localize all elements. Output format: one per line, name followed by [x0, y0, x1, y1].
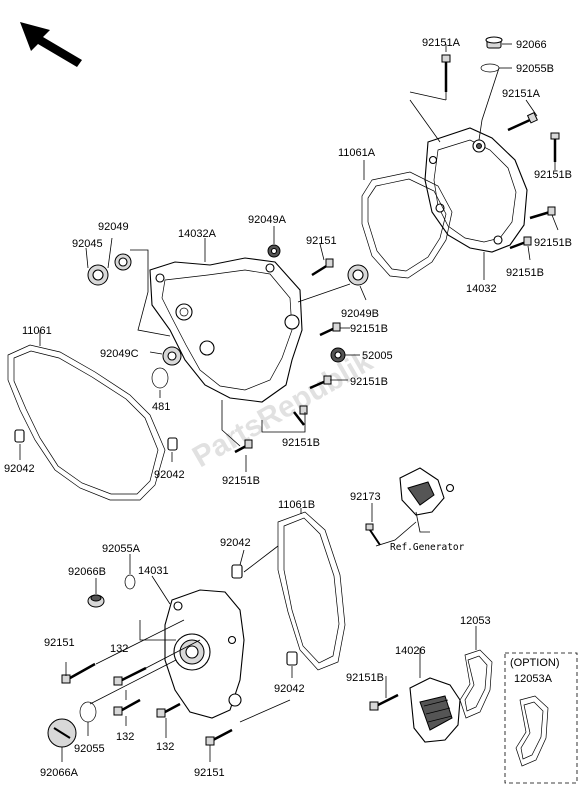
bolt-92151-left[interactable]	[61, 662, 96, 684]
label-11061: 11061	[22, 325, 52, 337]
gasket-11061A	[361, 171, 453, 279]
label-92045: 92045	[72, 238, 103, 250]
bolt-92151-bottom[interactable]	[205, 728, 233, 746]
leader-lines	[19, 43, 559, 762]
screw-92173[interactable]	[365, 523, 381, 546]
label-92151B-r3: 92151B	[506, 267, 544, 279]
oil-seal-52005[interactable]	[330, 347, 346, 363]
ref-generator-label: Ref.Generator	[390, 542, 465, 553]
label-92066A: 92066A	[40, 767, 79, 779]
label-481: 481	[152, 401, 170, 413]
bolt-92151A-mid[interactable]	[507, 112, 538, 132]
o-ring-92055B[interactable]	[480, 63, 500, 73]
label-92049C: 92049C	[100, 348, 139, 360]
plate-12053A[interactable]	[515, 695, 549, 767]
label-132-3: 132	[156, 741, 174, 753]
bolt-132-1[interactable]	[113, 666, 147, 686]
label-92151B-c4: 92151B	[222, 475, 260, 487]
label-92151B-r1: 92151B	[534, 169, 572, 181]
label-12053A: 12053A	[514, 673, 553, 685]
cap-92066A[interactable]	[47, 718, 77, 748]
bolt-92151A-top[interactable]	[441, 54, 451, 92]
dowel-92042-left[interactable]	[14, 429, 25, 443]
label-92151-bottom: 92151	[194, 767, 225, 779]
label-92173: 92173	[350, 491, 381, 503]
label-14026: 14026	[395, 645, 426, 657]
o-ring-92055A[interactable]	[124, 574, 136, 590]
plate-12053[interactable]	[459, 649, 493, 719]
cover-14031[interactable]	[164, 589, 245, 719]
generator-reference-part	[399, 467, 455, 516]
label-14032A: 14032A	[178, 228, 217, 240]
label-92055: 92055	[74, 743, 105, 755]
label-92049: 92049	[98, 221, 129, 233]
bolt-92151B-r1[interactable]	[550, 132, 560, 162]
label-92151B-bottom: 92151B	[346, 672, 384, 684]
bolt-92151B-c4[interactable]	[234, 439, 253, 454]
label-92151A-mid: 92151A	[502, 88, 541, 100]
bolt-92151B-bottom[interactable]	[369, 693, 399, 711]
label-92042-left: 92042	[4, 463, 35, 475]
label-92151B-c1: 92151B	[350, 323, 388, 335]
bolt-92151B-r3[interactable]	[509, 236, 532, 250]
option-box	[504, 652, 578, 784]
dowel-92042-mid[interactable]	[167, 437, 178, 451]
label-92049A: 92049A	[248, 214, 287, 226]
cap-92066[interactable]	[485, 36, 503, 49]
label-11061B: 11061B	[278, 499, 315, 511]
gasket-11061B	[277, 511, 346, 671]
bolt-92151B-c3[interactable]	[293, 405, 308, 426]
bolt-92151-mid[interactable]	[311, 258, 334, 277]
label-92055A: 92055A	[102, 543, 141, 555]
label-92151-mid: 92151	[306, 235, 337, 247]
seal-92049[interactable]	[114, 253, 132, 271]
label-92151A-top: 92151A	[422, 37, 461, 49]
o-ring-92055[interactable]	[79, 701, 97, 723]
label-92151-left: 92151	[44, 637, 75, 649]
label-92042-b1: 92042	[220, 537, 251, 549]
seal-92049B[interactable]	[347, 264, 369, 286]
label-52005: 52005	[362, 350, 393, 362]
plug-92066B[interactable]	[87, 594, 105, 608]
label-92066-top: 92066	[516, 39, 547, 51]
seal-92049A[interactable]	[267, 244, 281, 258]
bearing-92045[interactable]	[87, 264, 109, 286]
dowel-92042-b2[interactable]	[286, 651, 298, 666]
guard-14026[interactable]	[409, 677, 461, 743]
generator-cover-14032[interactable]	[424, 127, 528, 253]
label-92042-mid: 92042	[154, 469, 185, 481]
label-92151B-c3: 92151B	[282, 437, 320, 449]
label-14032: 14032	[466, 283, 497, 295]
label-92042-b2: 92042	[274, 683, 305, 695]
seal-92049C[interactable]	[162, 346, 182, 366]
bolt-92151B-r2[interactable]	[529, 206, 556, 220]
part-labels: 92151A 92066 92055B 92151A 11061A 92151B…	[4, 37, 572, 779]
front-direction-arrow-icon	[20, 22, 82, 67]
label-11061A: 11061A	[338, 147, 376, 159]
label-92151B-r2: 92151B	[534, 237, 572, 249]
gasket-11061	[7, 344, 166, 501]
label-12053: 12053	[460, 615, 491, 627]
label-132-1: 132	[110, 643, 128, 655]
label-92151B-c2: 92151B	[350, 376, 388, 388]
label-92066B: 92066B	[68, 566, 106, 578]
option-label: (OPTION)	[510, 657, 560, 669]
label-92049B: 92049B	[341, 308, 379, 320]
clutch-cover-14032A[interactable]	[149, 257, 303, 403]
label-14031: 14031	[138, 565, 169, 577]
dowel-92042-b1[interactable]	[231, 564, 243, 579]
bolt-132-2[interactable]	[113, 698, 141, 716]
bolt-92151B-c1[interactable]	[319, 322, 341, 337]
bolt-132-3[interactable]	[156, 702, 181, 718]
o-ring-481[interactable]	[151, 367, 169, 389]
label-132-2: 132	[116, 731, 134, 743]
label-92055B: 92055B	[516, 63, 554, 75]
